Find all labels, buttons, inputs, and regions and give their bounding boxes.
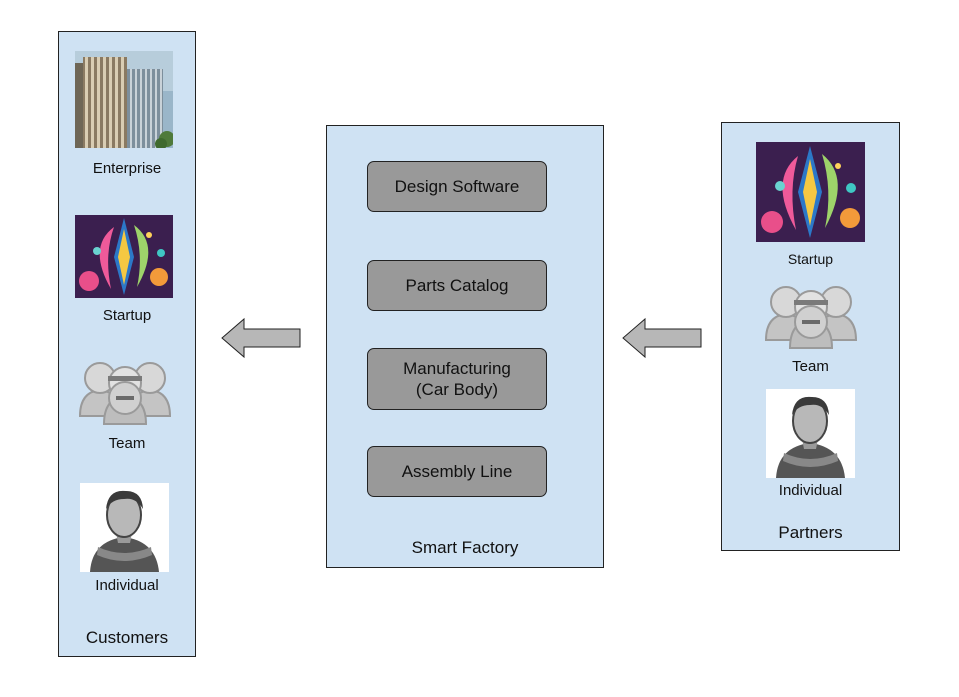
step-parts-catalog: Parts Catalog xyxy=(367,260,547,311)
enterprise-building-icon xyxy=(75,51,173,148)
customer-individual-label: Individual xyxy=(95,577,159,594)
team-icon xyxy=(764,280,858,352)
customer-startup-label: Startup xyxy=(102,307,152,324)
step-manufacturing-car-body: Manufacturing (Car Body) xyxy=(367,348,547,410)
team-icon xyxy=(78,356,172,428)
arrow-left-to-customers xyxy=(221,317,301,359)
customers-title: Customers xyxy=(85,628,169,647)
partner-team-label: Team xyxy=(792,358,829,375)
customer-team-label: Team xyxy=(108,435,146,452)
customer-enterprise-label: Enterprise xyxy=(92,160,162,177)
partners-title: Partners xyxy=(778,523,843,542)
startup-art-icon xyxy=(756,142,865,242)
arrow-left-to-factory xyxy=(622,317,702,359)
individual-person-icon xyxy=(80,483,169,572)
partner-individual-label: Individual xyxy=(778,482,843,499)
partner-startup-label: Startup xyxy=(787,251,834,267)
individual-person-icon xyxy=(766,389,855,478)
smart-factory-title: Smart Factory xyxy=(411,538,519,557)
step-design-software: Design Software xyxy=(367,161,547,212)
step-assembly-line: Assembly Line xyxy=(367,446,547,497)
startup-art-icon xyxy=(75,215,173,298)
